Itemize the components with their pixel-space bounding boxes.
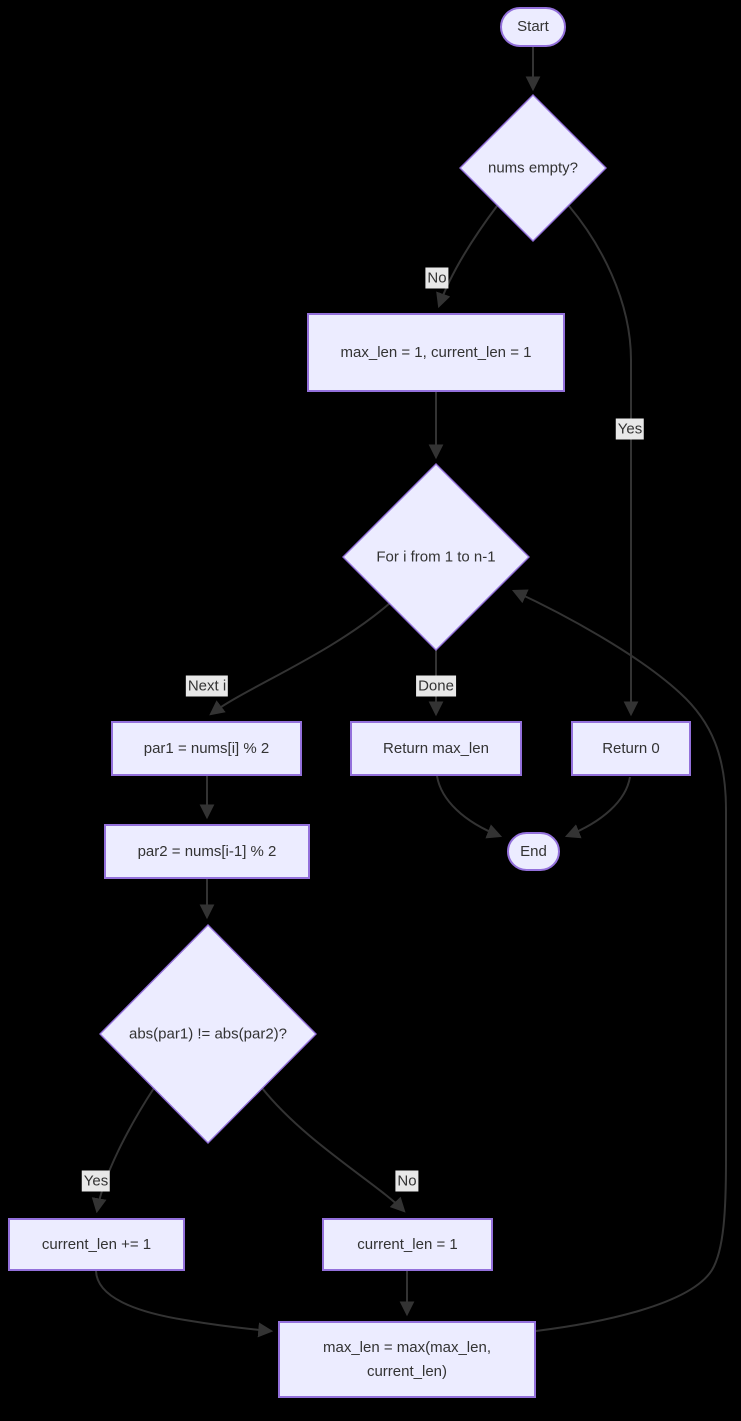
- node-return-zero: Return 0: [571, 721, 691, 776]
- node-init: max_len = 1, current_len = 1: [307, 313, 565, 392]
- node-for-loop-label: For i from 1 to n-1: [376, 548, 496, 566]
- node-cur-reset-label: current_len = 1: [357, 1235, 458, 1253]
- node-init-label: max_len = 1, current_len = 1: [340, 343, 532, 361]
- edge-label-no-top: No: [425, 267, 449, 289]
- node-end-label: End: [520, 842, 547, 860]
- node-return-max-label: Return max_len: [383, 739, 489, 757]
- node-par1: par1 = nums[i] % 2: [111, 721, 302, 776]
- node-max-update: max_len = max(max_len, current_len): [278, 1321, 536, 1398]
- node-abs-check-label: abs(par1) != abs(par2)?: [129, 1025, 287, 1043]
- node-cur-reset: current_len = 1: [322, 1218, 493, 1271]
- node-nums-empty-shape: [459, 94, 607, 242]
- node-cur-inc-label: current_len += 1: [41, 1235, 152, 1253]
- edge-label-yes-bottom: Yes: [81, 1170, 111, 1192]
- node-abs-check-shape: [99, 924, 317, 1144]
- node-max-update-label: max_len = max(max_len, current_len): [323, 1338, 491, 1380]
- edge-label-yes-right: Yes: [615, 418, 645, 440]
- edge-label-done: Done: [416, 675, 456, 697]
- node-cur-inc: current_len += 1: [8, 1218, 185, 1271]
- node-return-max: Return max_len: [350, 721, 522, 776]
- node-nums-empty-label: nums empty?: [487, 159, 579, 177]
- node-for-loop-shape: [342, 463, 530, 651]
- edge-abs-check-no-to-cur-reset: [261, 1087, 406, 1213]
- edge-for-loop-next-i-to-par1: [209, 602, 391, 716]
- node-start-label: Start: [517, 18, 549, 35]
- node-start: Start: [500, 7, 566, 47]
- node-par1-label: par1 = nums[i] % 2: [143, 739, 270, 757]
- edge-return-zero-to-end: [564, 776, 631, 839]
- node-par2: par2 = nums[i-1] % 2: [104, 824, 310, 879]
- edge-label-no-bottom: No: [395, 1170, 419, 1192]
- node-return-zero-label: Return 0: [602, 739, 660, 757]
- edge-nums-empty-yes-to-return-zero: [568, 205, 639, 717]
- edge-label-next-i: Next i: [185, 675, 229, 697]
- node-end: End: [507, 832, 560, 871]
- edge-abs-check-yes-to-cur-inc: [91, 1087, 155, 1214]
- edge-nums-empty-no-to-init: [436, 205, 498, 309]
- edge-return-max-to-end: [436, 775, 503, 839]
- node-par2-label: par2 = nums[i-1] % 2: [137, 842, 277, 860]
- edge-cur-inc-to-max-update: [95, 1270, 274, 1338]
- edge-max-update-to-for-loop: [511, 589, 727, 1332]
